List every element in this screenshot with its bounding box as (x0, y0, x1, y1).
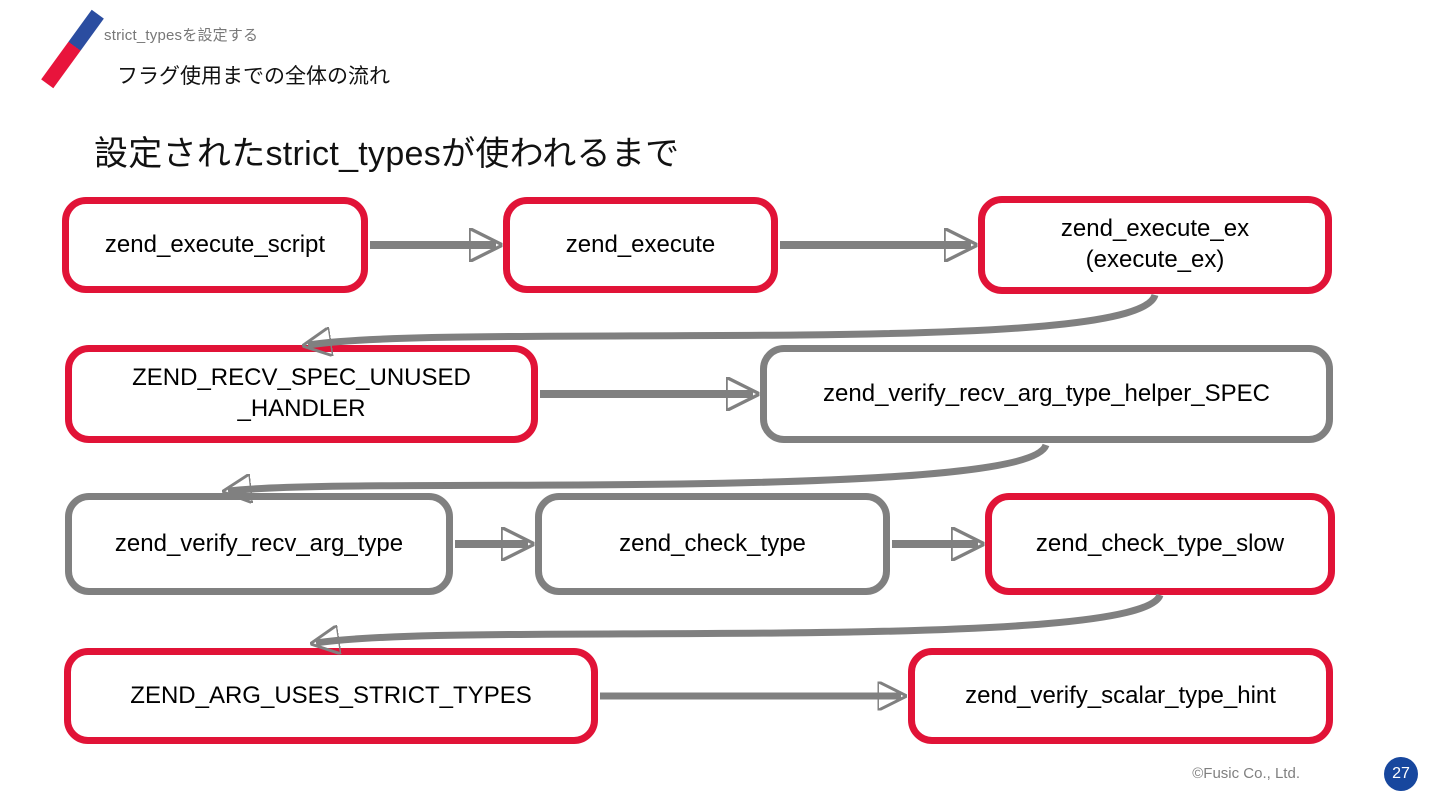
section-eyebrow: strict_typesを設定する (104, 27, 259, 44)
flow-node-zend-execute: zend_execute (503, 197, 778, 293)
slide-title: 設定されたstrict_typesが使われるまで (94, 135, 680, 173)
flow-node-zend-check-type: zend_check_type (535, 493, 890, 595)
connector-execute-ex-to-recv-handler (308, 293, 1159, 345)
flow-node-zend-execute-script: zend_execute_script (62, 197, 368, 293)
flow-node-zend-recv-spec-unused-handler: ZEND_RECV_SPEC_UNUSED _HANDLER (65, 345, 538, 443)
copyright-text: ©Fusic Co., Ltd. (1192, 765, 1300, 782)
flow-node-zend-verify-scalar-type-hint: zend_verify_scalar_type_hint (908, 648, 1333, 744)
flow-node-zend-verify-recv-arg-type-helper-spec: zend_verify_recv_arg_type_helper_SPEC (760, 345, 1333, 443)
flow-node-zend-check-type-slow: zend_check_type_slow (985, 493, 1335, 595)
flow-node-zend-arg-uses-strict-types: ZEND_ARG_USES_STRICT_TYPES (64, 648, 598, 744)
connector-check-type-slow-to-arg-uses (316, 593, 1164, 643)
logo-slash-shape (41, 9, 104, 89)
connector-helper-spec-to-verify-recv (228, 443, 1050, 491)
logo-slash-icon (41, 9, 104, 89)
section-heading: フラグ使用までの全体の流れ (117, 65, 390, 88)
flow-node-zend-execute-ex: zend_execute_ex (execute_ex) (978, 196, 1332, 294)
page-number-badge: 27 (1384, 757, 1418, 791)
flow-node-zend-verify-recv-arg-type: zend_verify_recv_arg_type (65, 493, 453, 595)
